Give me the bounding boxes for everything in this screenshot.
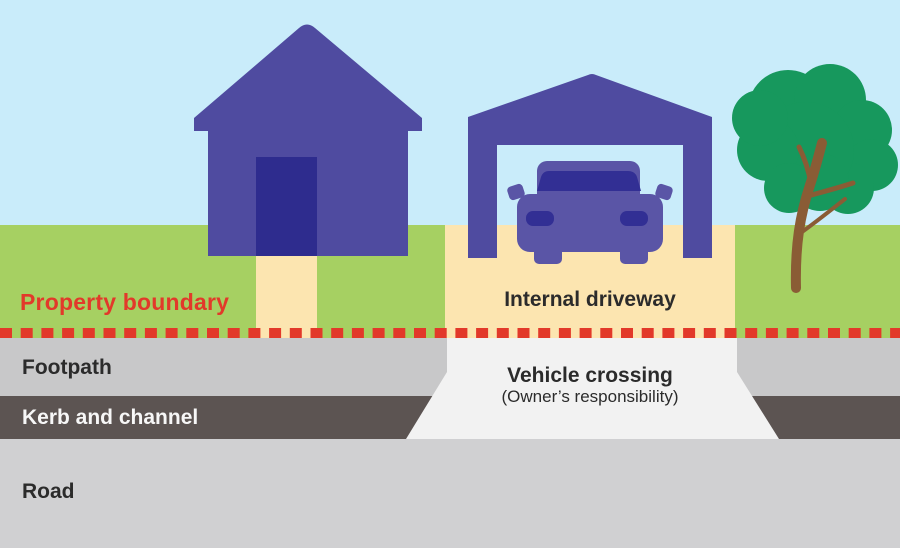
house-door — [256, 157, 317, 256]
property-boundary-label: Property boundary — [20, 289, 230, 315]
car-mirror-left — [507, 183, 525, 201]
vehicle-crossing-area — [406, 338, 779, 439]
internal-driveway-label: Internal driveway — [504, 288, 676, 311]
car-icon — [507, 161, 673, 264]
tree-icon — [732, 64, 898, 293]
tree-trunk — [790, 138, 856, 293]
house-roof — [194, 24, 422, 131]
kerb-and-channel-label: Kerb and channel — [22, 406, 199, 429]
footpath-label: Footpath — [22, 356, 112, 379]
car-headlight-right — [620, 211, 648, 226]
road-band — [0, 439, 900, 548]
road-label: Road — [22, 480, 75, 503]
house-path — [256, 250, 317, 338]
car-body — [517, 194, 663, 252]
vehicle-crossing-label: Vehicle crossing — [507, 364, 673, 387]
tree-canopy — [732, 64, 898, 214]
car-mirror-right — [655, 183, 673, 201]
vehicle-crossing-sublabel: (Owner’s responsibility) — [501, 387, 679, 406]
car-windshield — [537, 171, 641, 191]
car-headlight-left — [526, 211, 554, 226]
garage-icon — [468, 74, 712, 258]
house-icon — [194, 24, 422, 256]
